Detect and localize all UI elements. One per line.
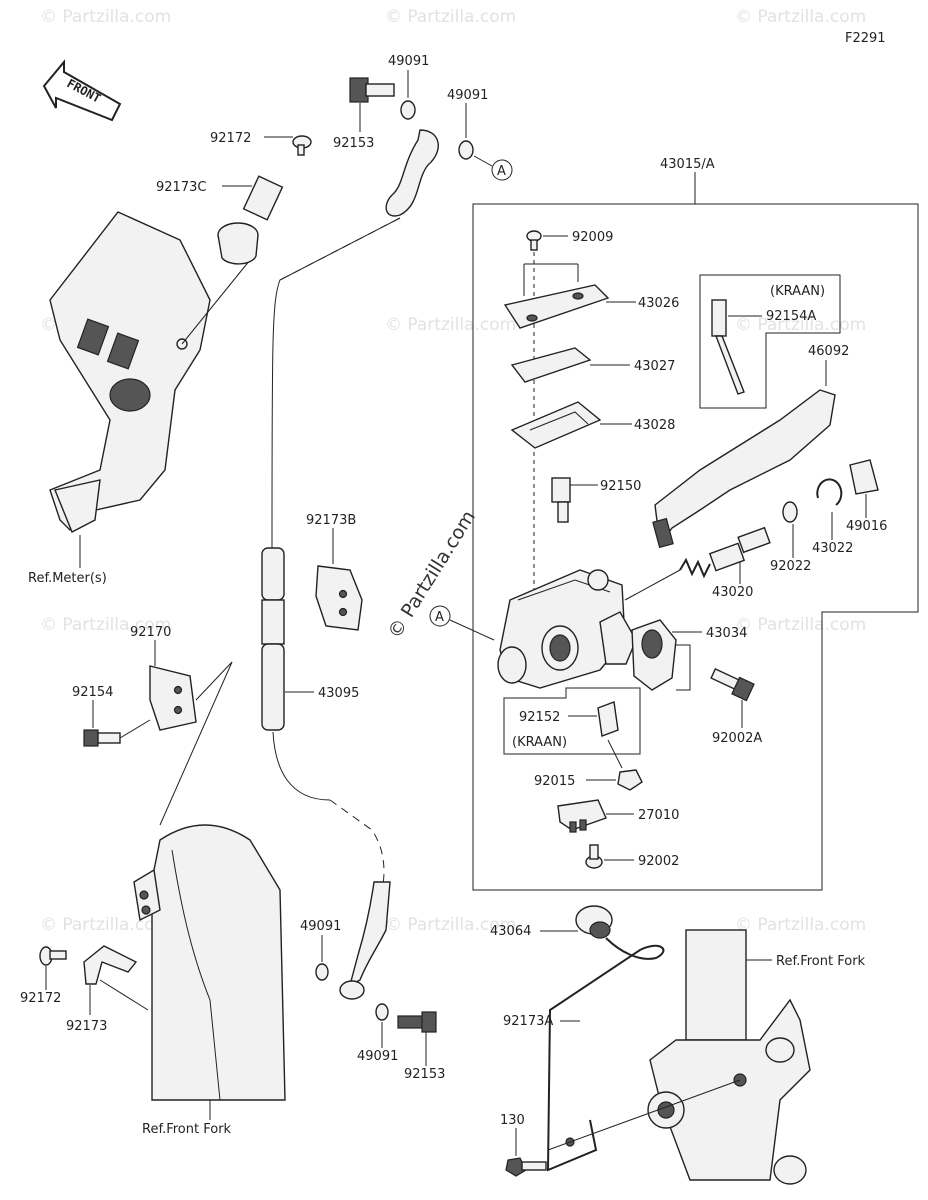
washer-49091-c bbox=[315, 963, 329, 981]
label-92173a: 92173A bbox=[503, 1014, 553, 1029]
label-130: 130 bbox=[500, 1113, 525, 1128]
label-43015a: 43015/A bbox=[660, 157, 715, 172]
svg-text:© Partzilla.com: © Partzilla.com bbox=[735, 915, 866, 935]
label-49091-c: 49091 bbox=[300, 919, 341, 934]
label-ref-meter: Ref.Meter(s) bbox=[28, 571, 107, 586]
boot-49016 bbox=[849, 459, 879, 495]
label-92172-top: 92172 bbox=[210, 131, 251, 146]
grommet-43064 bbox=[575, 905, 613, 939]
label-92153-bottom: 92153 bbox=[404, 1067, 445, 1082]
kraan-box-bottom bbox=[503, 687, 641, 755]
label-ref-front-fork-2: Ref.Front Fork bbox=[776, 954, 866, 969]
ref-circle-a-top bbox=[491, 159, 513, 181]
label-kraan-1: (KRAAN) bbox=[770, 284, 825, 299]
clip-92173 bbox=[83, 945, 138, 985]
label-43026: 43026 bbox=[638, 296, 679, 311]
plate-43027 bbox=[510, 347, 592, 383]
svg-text:© Partzilla.com: © Partzilla.com bbox=[385, 7, 516, 27]
brake-hose-43095 bbox=[261, 129, 439, 1000]
piston-kit-43020 bbox=[679, 526, 771, 579]
circlip-43022 bbox=[816, 478, 843, 506]
label-92154a: 92154A bbox=[766, 309, 816, 324]
label-92002: 92002 bbox=[638, 854, 679, 869]
svg-text:© Partzilla.com: © Partzilla.com bbox=[385, 315, 516, 335]
screw-92002 bbox=[585, 844, 603, 869]
label-92015: 92015 bbox=[534, 774, 575, 789]
clip-92173b bbox=[315, 565, 363, 631]
pivot-bolt-92150 bbox=[551, 477, 571, 523]
bolt-92154 bbox=[83, 729, 121, 747]
bracket-92170 bbox=[149, 665, 197, 731]
brake-switch-27010 bbox=[557, 799, 607, 833]
assembly-box-43015a bbox=[472, 172, 919, 891]
washer-49091-d bbox=[375, 1003, 389, 1021]
hose-guide-92173a bbox=[546, 937, 665, 1172]
bolt-92002a bbox=[710, 668, 755, 702]
label-43064: 43064 bbox=[490, 924, 531, 939]
label-49091-d: 49091 bbox=[357, 1049, 398, 1064]
label-27010: 27010 bbox=[638, 808, 679, 823]
kraan-box-top bbox=[699, 274, 841, 409]
label-92173: 92173 bbox=[66, 1019, 107, 1034]
meter-bracket bbox=[49, 211, 211, 533]
label-43020: 43020 bbox=[712, 585, 753, 600]
diaphragm-43028 bbox=[510, 401, 602, 449]
label-92153-top: 92153 bbox=[333, 136, 374, 151]
ref-circle-a-bottom bbox=[429, 605, 451, 627]
svg-text:© Partzilla.com: © Partzilla.com bbox=[385, 915, 516, 935]
svg-text:© Partzilla.com: © Partzilla.com bbox=[735, 7, 866, 27]
screw-92009 bbox=[526, 230, 542, 251]
label-92002a: 92002A bbox=[712, 731, 762, 746]
master-cylinder-body bbox=[497, 569, 637, 689]
label-43022: 43022 bbox=[812, 541, 853, 556]
banjo-bolt-top bbox=[349, 77, 395, 103]
label-46092: 46092 bbox=[808, 344, 849, 359]
label-49091-b: 49091 bbox=[447, 88, 488, 103]
svg-text:© Partzilla.com: © Partzilla.com bbox=[735, 315, 866, 335]
label-kraan-2: (KRAAN) bbox=[512, 735, 567, 750]
washer-49091-a bbox=[400, 100, 416, 120]
washer-92022 bbox=[782, 501, 798, 523]
svg-text:© Partzilla.com: © Partzilla.com bbox=[735, 615, 866, 635]
svg-text:© Partzilla.com: © Partzilla.com bbox=[40, 915, 171, 935]
svg-text:A: A bbox=[497, 164, 506, 179]
svg-text:© Partzilla.com: © Partzilla.com bbox=[40, 615, 171, 635]
front-fork-caliper bbox=[647, 929, 811, 1185]
label-ref-front-fork-1: Ref.Front Fork bbox=[142, 1122, 232, 1137]
label-92172-bottom: 92172 bbox=[20, 991, 61, 1006]
fork-guard bbox=[133, 824, 286, 1101]
screw-92172-top bbox=[292, 135, 312, 156]
brake-lever-46092 bbox=[652, 389, 836, 549]
banjo-bolt-bottom bbox=[397, 1011, 437, 1033]
label-92173b: 92173B bbox=[306, 513, 356, 528]
label-49016: 49016 bbox=[846, 519, 887, 534]
label-92009: 92009 bbox=[572, 230, 613, 245]
label-43028: 43028 bbox=[634, 418, 675, 433]
svg-text:A: A bbox=[435, 610, 444, 625]
label-92170: 92170 bbox=[130, 625, 171, 640]
label-92152: 92152 bbox=[519, 710, 560, 725]
label-43034: 43034 bbox=[706, 626, 747, 641]
front-arrow-icon: FRONT bbox=[42, 59, 122, 122]
washer-49091-b bbox=[458, 140, 474, 160]
reservoir-cap-43026 bbox=[503, 284, 610, 329]
nut-92015 bbox=[617, 769, 643, 791]
label-49091-a: 49091 bbox=[388, 54, 429, 69]
label-92150: 92150 bbox=[600, 479, 641, 494]
figure-code: F2291 bbox=[845, 31, 886, 46]
svg-text:© Partzilla.com: © Partzilla.com bbox=[40, 7, 171, 27]
label-92022: 92022 bbox=[770, 559, 811, 574]
screw-92172-bottom bbox=[39, 946, 67, 966]
clamp-43034 bbox=[631, 619, 677, 691]
label-92173c: 92173C bbox=[156, 180, 206, 195]
label-92154: 92154 bbox=[72, 685, 113, 700]
label-43095: 43095 bbox=[318, 686, 359, 701]
clamp-92173c bbox=[217, 175, 284, 265]
bolt-130 bbox=[505, 1157, 547, 1177]
label-43027: 43027 bbox=[634, 359, 675, 374]
